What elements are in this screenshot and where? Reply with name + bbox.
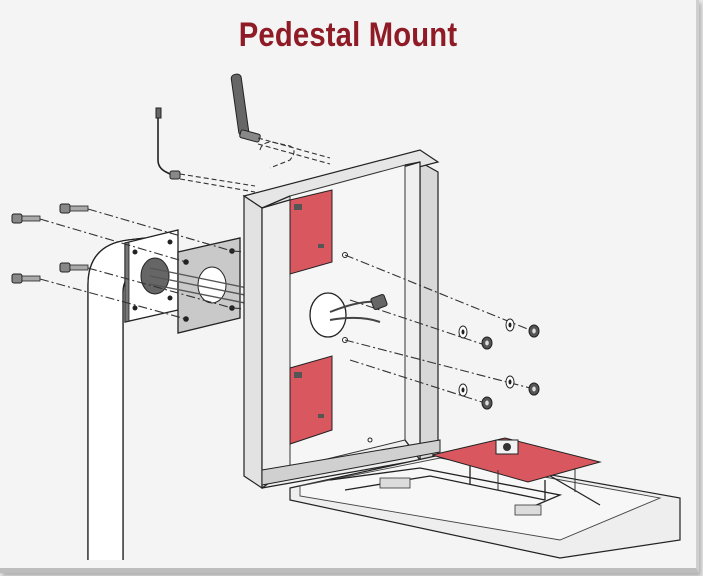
bolt-icon (59, 203, 89, 214)
circuit-board-lid (431, 437, 602, 492)
nut-icon (481, 336, 493, 350)
washer-icon (458, 325, 468, 339)
exploded-view-diagram (11, 73, 681, 560)
antenna-cable-loop (259, 141, 295, 169)
nut-icon (481, 396, 493, 410)
nut-icon (528, 382, 540, 396)
circuit-board-lower (289, 355, 333, 445)
antenna-icon (230, 73, 331, 165)
hardware-alignment-lines (344, 254, 531, 404)
washer-icon (505, 318, 515, 332)
cable-connector (329, 294, 388, 323)
bolt-icon (11, 213, 41, 224)
nut-icon (528, 324, 540, 338)
gasket-plate (177, 237, 241, 334)
bolt-icon (11, 273, 41, 284)
washer-icon (458, 383, 468, 397)
bolt-icon (59, 262, 89, 273)
antenna-wire-icon (155, 107, 256, 193)
circuit-board-upper (289, 189, 333, 275)
enclosure-lid (289, 454, 681, 559)
washer-icon (505, 375, 515, 389)
diagram-title: Pedestal Mount (238, 16, 458, 54)
